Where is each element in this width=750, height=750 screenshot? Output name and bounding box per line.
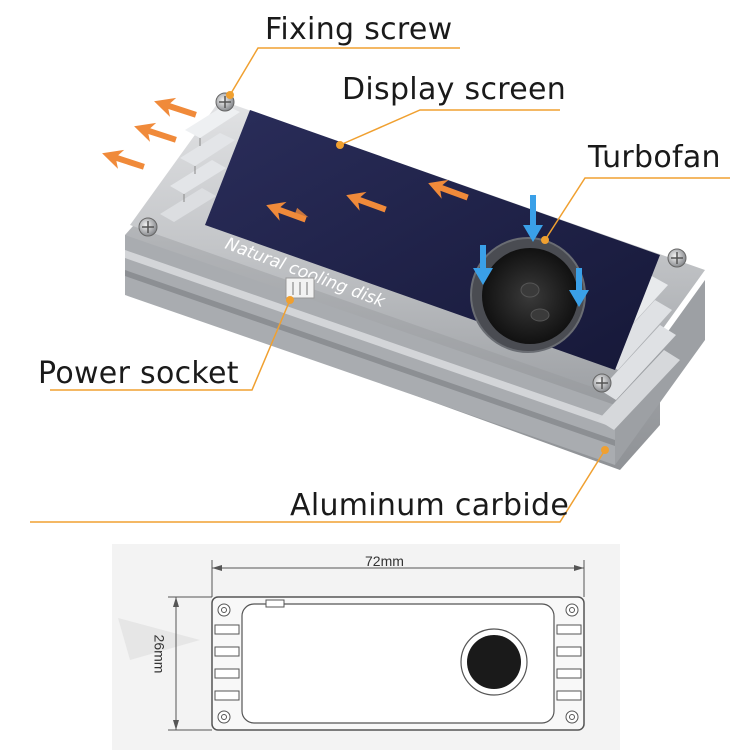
turbofan xyxy=(470,237,586,353)
fan-intake-arrows xyxy=(473,195,589,307)
left-heat-fins xyxy=(160,105,240,222)
callout-lines xyxy=(30,47,730,523)
label-display-screen: Display screen xyxy=(342,72,567,107)
label-fixing-screw: Fixing screw xyxy=(265,12,453,47)
power-socket xyxy=(285,277,315,299)
exhaust-arrows xyxy=(102,97,197,170)
fixing-screws xyxy=(138,92,687,393)
label-aluminum-carbide: Aluminum carbide xyxy=(290,488,570,523)
label-power-socket: Power socket xyxy=(38,356,239,391)
callout-dots xyxy=(226,91,609,454)
airflow-arrows-screen xyxy=(266,179,469,223)
label-turbofan: Turbofan xyxy=(588,140,721,175)
dimension-height-label: 26mm xyxy=(151,634,168,674)
dimension-drawing xyxy=(118,560,585,731)
dimension-width-label: 72mm xyxy=(365,553,404,569)
